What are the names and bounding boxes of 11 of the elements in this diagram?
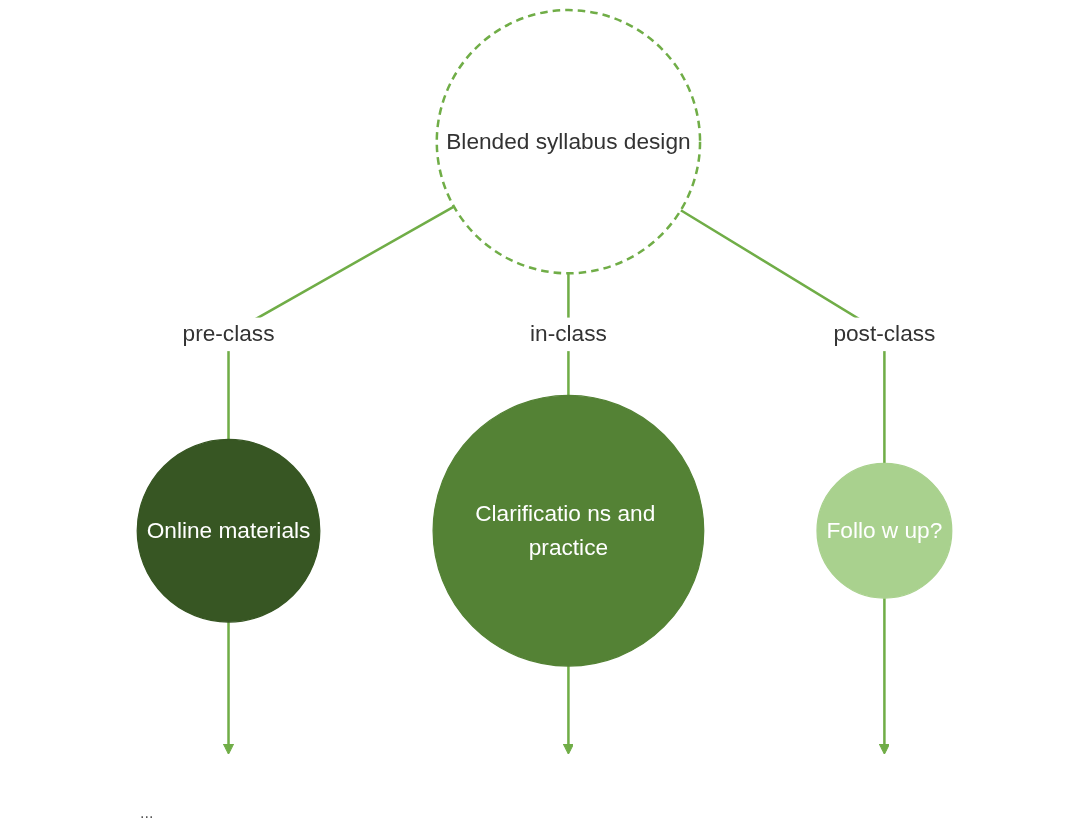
- edge-label: in-class: [530, 321, 607, 347]
- node-circle: Follo w up?: [816, 462, 953, 599]
- node-circle: Clarificatio ns and practice: [432, 394, 705, 667]
- ellipsis-note: ...: [140, 804, 154, 821]
- arrow: [562, 666, 574, 755]
- arrow: [223, 622, 235, 755]
- edge-label: pre-class: [182, 321, 275, 347]
- node-circle: Blended syllabus design: [435, 8, 702, 275]
- edge-label: post-class: [833, 321, 936, 347]
- arrow: [878, 598, 890, 755]
- node-circle: Online materials: [136, 438, 321, 623]
